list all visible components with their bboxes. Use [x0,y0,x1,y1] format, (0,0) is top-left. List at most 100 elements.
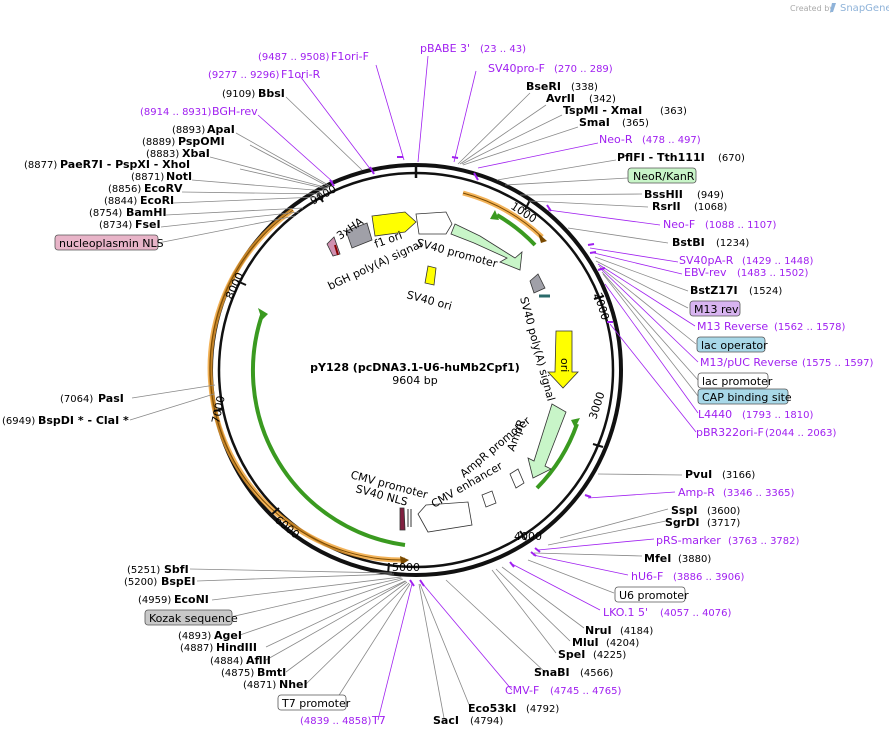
label-ebv-rev: EBV-rev [684,266,727,279]
label-pbabe3: pBABE 3' [420,42,470,55]
plasmid-size: 9604 bp [392,374,437,387]
label-sspi-pos: (3600) [707,506,740,517]
label-lac-promoter: lac promoter [702,375,773,388]
label-hindiii-pos: (4887) [180,643,213,654]
label-aflii: AflII [246,654,271,667]
tick-7000: 7000 [209,395,228,425]
label-pflfi: PflFI - Tth111I [617,151,705,164]
label-amp-r-pos: (3346 .. 3365) [723,488,795,499]
label-pflfi-pos: (670) [718,153,745,164]
feature-box-m13rev [689,300,741,317]
label-spei-pos: (4225) [593,650,626,661]
label-ecori-pos: (8844) [104,196,137,207]
label-prs-marker: pRS-marker [656,534,721,547]
tick-3000: 3000 [586,390,607,421]
label-neo-f-pos: (1088 .. 1107) [705,220,777,231]
label-amp-r: Amp-R [678,486,715,499]
label-lko1-5-pos: (4057 .. 4076) [660,608,732,619]
label-xbai-pos: (8883) [146,149,179,160]
label-smai-pos: (365) [622,118,649,129]
label-nhei: NheI [279,678,308,691]
label-pbr322ori-f: pBR322ori-F [696,426,764,439]
label-paer7i: PaeR7I - PspXI - XhoI [60,158,190,171]
label-nrui: NruI [585,624,612,637]
label-fsei: FseI [135,218,161,231]
label-bbsi: BbsI [258,87,285,100]
label-cmv-f: CMV-F [505,684,539,697]
label-ecorv: EcoRV [144,182,183,195]
feature-ori: ori [558,358,571,372]
label-t7-pos: (4839 .. 4858) [300,716,372,727]
label-pvui-pos: (3166) [722,470,755,481]
label-prs-marker-pos: (3763 .. 3782) [728,536,800,547]
label-pbr322ori-f-pos: (2044 .. 2063) [765,428,837,439]
connector-lines [129,55,699,721]
label-pasi: PasI [98,392,124,405]
label-tspmi-xmai-pos: (363) [660,106,687,117]
label-f1ori-f: F1ori-F [331,50,369,63]
feature-box-u6 [614,586,686,603]
snapgene-logo-icon [830,3,836,12]
label-mfei-pos: (3880) [678,554,711,565]
label-f1ori-r-pos: (9277 .. 9296) [208,70,280,81]
feature-box-lacpromoter [697,372,769,389]
label-bstz17i-pos: (1524) [749,286,782,297]
label-bstz17i: BstZ17I [690,284,738,297]
label-m13-reverse-pos: (1562 .. 1578) [774,322,846,333]
label-mlui: MluI [572,636,599,649]
label-bstbi: BstBI [672,236,705,249]
label-ebv-rev-pos: (1483 .. 1502) [737,268,809,279]
label-apai-pos: (8893) [172,125,205,136]
label-cmv-f-pos: (4745 .. 4765) [550,686,622,697]
label-sv40pa-r: SV40pA-R [679,254,734,267]
label-pspomi-pos: (8889) [142,137,175,148]
label-eco53ki-pos: (4792) [526,704,559,715]
label-f1ori-r: F1ori-R [281,68,321,81]
label-apai: ApaI [207,123,235,136]
label-sbfi-pos: (5251) [127,565,160,576]
label-fsei-pos: (8734) [99,220,132,231]
plasmid-name: pY128 (pcDNA3.1-U6-huMb2Cpf1) [310,361,520,374]
label-clai: BspDI * - ClaI * [38,414,129,427]
label-lko1-5: LKO.1 5' [603,606,648,619]
label-pvui: PvuI [685,468,712,481]
label-bgh-rev: BGH-rev [212,105,258,118]
feature-box-t7promoter [277,694,347,711]
label-t7: T7 [371,714,386,727]
credit-brand: SnapGene [840,3,889,14]
label-aflii-pos: (4884) [210,656,243,667]
label-snabi: SnaBI [534,666,570,679]
label-t7-promoter: T7 promoter [281,697,351,710]
feature-sv40-polya: SV40 poly(A) signal [517,295,557,402]
label-rsrii: RsrII [652,200,681,213]
label-sv40pro-f: SV40pro-F [488,62,545,75]
label-neo-f: Neo-F [663,218,695,231]
label-clai-pos: (6949) [2,416,35,427]
primer-marks [329,156,613,587]
label-saci-pos: (4794) [470,716,503,727]
label-econi: EcoNI [174,593,209,606]
label-nrui-pos: (4184) [620,626,653,637]
label-u6-promoter: U6 promoter [619,589,689,602]
label-m13puc-reverse: M13/pUC Reverse [700,356,798,369]
label-hindiii: HindIII [216,641,257,654]
label-nucleoplasmin-nls: nucleoplasmin NLS [59,237,164,250]
label-rsrii-pos: (1068) [694,202,727,213]
label-paer7i-pos: (8877) [24,160,57,171]
label-neo-r-pos: (478 .. 497) [642,135,701,146]
label-pasi-pos: (7064) [60,394,93,405]
label-m13puc-reverse-pos: (1575 .. 1597) [802,358,874,369]
tick-4000: 4000 [514,530,542,543]
label-sv40pa-r-pos: (1429 .. 1448) [742,256,814,267]
label-pspomi: PspOMI [178,135,225,148]
label-kozak-sequence: Kozak sequence [149,612,238,625]
label-mfei: MfeI [644,552,671,565]
label-bgh-rev-pos: (8914 .. 8931) [140,107,212,118]
label-neor-kanr: NeoR/KanR [633,170,695,183]
label-snabi-pos: (4566) [580,668,613,679]
feature-box-kozak [144,609,233,626]
label-bamhi-pos: (8754) [89,208,122,219]
label-m13-rev: M13 rev [694,303,739,316]
label-agei-pos: (4893) [178,631,211,642]
